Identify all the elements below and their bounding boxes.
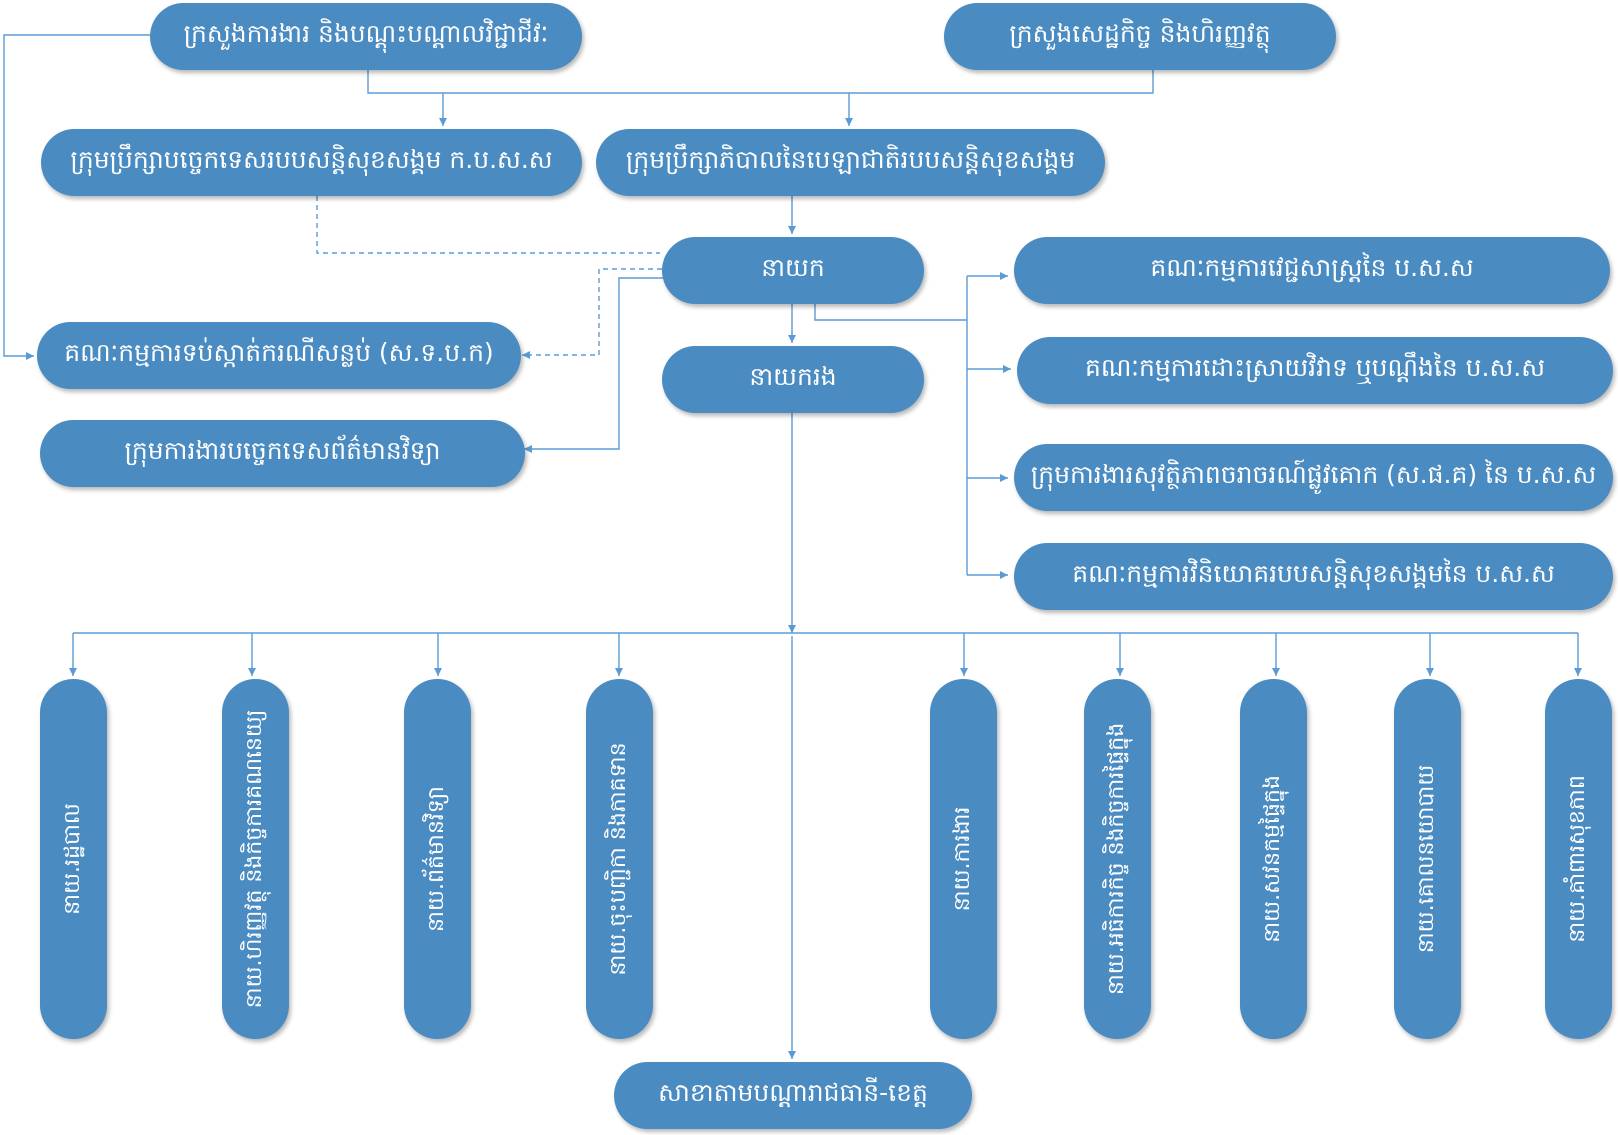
dept-registration-label: នាយ.ចុះបញ្ជិកា និងភាគទាន	[605, 742, 631, 976]
ministry-economy-label: ក្រសួងសេដ្ឋកិច្ច និងហិរញ្ញវត្ថុ	[1009, 18, 1271, 48]
dispute-committee-box: គណៈកម្មការដោះស្រាយវិវាទ ឬបណ្ដឹងនៃ ប.ស.ស	[1017, 337, 1613, 404]
dept-registration-box: នាយ.ចុះបញ្ជិកា និងភាគទាន	[586, 679, 653, 1039]
dept-finance-accounting-label: នាយ.ហិរញ្ញវត្ថុ និងកិច្ចការគណនេយ្យ	[241, 709, 267, 1009]
dept-administration-label: នាយ.រដ្ឋបាល	[59, 803, 85, 915]
dept-policy-label: នាយ.គោលនយោបាយ	[1413, 764, 1439, 954]
dept-inspection-box: នាយ.អធិការកិច្ច និងកិច្ចការផ្ទៃក្នុង	[1084, 679, 1151, 1039]
governing-council-box: ក្រុមប្រឹក្សាភិបាលនៃបេឡាជាតិរបបសន្តិសុខស…	[596, 129, 1105, 196]
medical-committee-box: គណៈកម្មការវេជ្ជសាស្ត្រនៃ ប.ស.ស	[1014, 237, 1610, 304]
technical-council-box: ក្រុមប្រឹក្សាបច្ចេកទេសរបបសន្តិសុខសង្គម ក…	[41, 129, 582, 196]
dept-administration-box: នាយ.រដ្ឋបាល	[40, 679, 107, 1039]
provincial-branches-label: សាខាតាមបណ្ដារាជធានី-ខេត្ត	[658, 1077, 928, 1107]
dept-labour-label: នាយ.ការងារ	[949, 806, 975, 912]
dept-health-protection-box: នាយ.គាំពារសុខភាព	[1545, 679, 1612, 1039]
road-safety-team-box: ក្រុមការងារសុវត្ថិភាពចរាចរណ៍ផ្លូវគោក (ស.…	[1014, 444, 1613, 511]
anti-corruption-committee-box: គណៈកម្មការទប់ស្កាត់ករណីសន្លប់ (ស.ទ.ប.ក)	[37, 322, 521, 389]
governing-council-label: ក្រុមប្រឹក្សាភិបាលនៃបេឡាជាតិរបបសន្តិសុខស…	[625, 144, 1076, 174]
provincial-branches-box: សាខាតាមបណ្ដារាជធានី-ខេត្ត	[614, 1062, 972, 1129]
dept-policy-box: នាយ.គោលនយោបាយ	[1394, 679, 1461, 1039]
dept-finance-accounting-box: នាយ.ហិរញ្ញវត្ថុ និងកិច្ចការគណនេយ្យ	[222, 679, 289, 1039]
medical-committee-label: គណៈកម្មការវេជ្ជសាស្ត្រនៃ ប.ស.ស	[1150, 252, 1474, 282]
anti-corruption-committee-label: គណៈកម្មការទប់ស្កាត់ករណីសន្លប់ (ស.ទ.ប.ក)	[64, 337, 494, 367]
dispute-committee-label: គណៈកម្មការដោះស្រាយវិវាទ ឬបណ្ដឹងនៃ ប.ស.ស	[1084, 352, 1546, 382]
dept-inspection-label: នាយ.អធិការកិច្ច និងកិច្ចការផ្ទៃក្នុង	[1103, 722, 1129, 996]
director-box: នាយក	[662, 237, 924, 304]
dept-internal-audit-label: នាយ.សវនកម្មផ្ទៃក្នុង	[1259, 775, 1285, 943]
dept-labour-box: នាយ.ការងារ	[930, 679, 997, 1039]
ministry-labour-box: ក្រសួងការងារ និងបណ្ដុះបណ្ដាលវិជ្ជាជីវៈ	[150, 3, 582, 70]
dept-internal-audit-box: នាយ.សវនកម្មផ្ទៃក្នុង	[1240, 679, 1307, 1039]
it-team-box: ក្រុមការងារបច្ចេកទេសព័ត៌មានវិទ្យា	[40, 420, 525, 487]
ministry-labour-label: ក្រសួងការងារ និងបណ្ដុះបណ្ដាលវិជ្ជាជីវៈ	[183, 18, 549, 48]
it-team-label: ក្រុមការងារបច្ចេកទេសព័ត៌មានវិទ្យា	[124, 435, 441, 465]
deputy-director-box: នាយករង	[662, 346, 924, 413]
ministry-economy-box: ក្រសួងសេដ្ឋកិច្ច និងហិរញ្ញវត្ថុ	[944, 3, 1336, 70]
dept-it-label: នាយ.ព័ត៌មានវិទ្យា	[423, 786, 449, 932]
technical-council-label: ក្រុមប្រឹក្សាបច្ចេកទេសរបបសន្តិសុខសង្គម ក…	[70, 144, 553, 174]
investment-committee-box: គណៈកម្មការវិនិយោគរបបសន្តិសុខសង្គមនៃ ប.ស.…	[1014, 543, 1613, 610]
road-safety-team-label: ក្រុមការងារសុវត្ថិភាពចរាចរណ៍ផ្លូវគោក (ស.…	[1030, 459, 1597, 489]
dept-health-protection-label: នាយ.គាំពារសុខភាព	[1564, 775, 1590, 943]
dept-it-box: នាយ.ព័ត៌មានវិទ្យា	[404, 679, 471, 1039]
deputy-director-label: នាយករង	[749, 361, 837, 391]
investment-committee-label: គណៈកម្មការវិនិយោគរបបសន្តិសុខសង្គមនៃ ប.ស.…	[1072, 558, 1555, 588]
director-label: នាយក	[761, 252, 825, 282]
